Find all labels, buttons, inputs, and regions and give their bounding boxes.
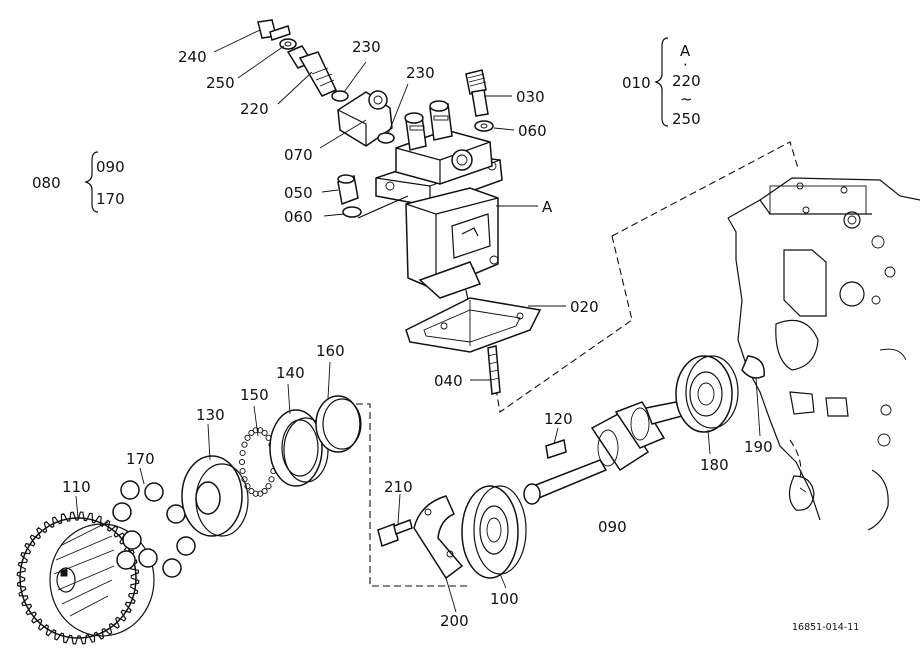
washer-060-b	[342, 206, 362, 218]
ball-170-1	[144, 482, 164, 502]
label-250: 250	[206, 74, 235, 92]
ball-150-5	[257, 490, 264, 497]
label-210: 210	[384, 478, 413, 496]
ball-150-11	[238, 458, 246, 466]
bolt-210	[377, 519, 413, 547]
group-080-code: 080	[32, 174, 61, 192]
label-110: 110	[62, 478, 91, 496]
ball-150-16	[252, 427, 259, 434]
ball-150-4	[261, 488, 268, 495]
label-A: A	[542, 198, 553, 216]
label-230-b: 230	[406, 64, 435, 82]
group-010-bot: 250	[672, 110, 701, 128]
gear-110	[16, 511, 155, 645]
snap-ring-160	[315, 395, 361, 453]
label-140: 140	[276, 364, 305, 382]
label-020: 020	[570, 298, 599, 316]
shaft-axis-line	[356, 403, 470, 587]
label-130: 130	[196, 406, 225, 424]
figure-code: 16851-014-11	[792, 622, 859, 633]
ring-140	[269, 409, 329, 487]
bolt-240	[257, 19, 291, 41]
ball-170-0	[120, 480, 140, 500]
gasket-230-a	[331, 90, 349, 102]
ball-150-17	[257, 427, 264, 434]
washer-060-a	[474, 120, 494, 132]
plate-130	[181, 455, 249, 537]
label-220: 220	[240, 100, 269, 118]
group-080-bot: 170	[96, 190, 125, 208]
ball-170-5	[176, 536, 196, 556]
bleed-screw-030	[465, 69, 489, 117]
ball-150-14	[244, 434, 251, 441]
bearing-100	[461, 485, 527, 579]
label-060-a: 060	[518, 122, 547, 140]
leader-lines	[75, 29, 761, 613]
ball-150-2	[268, 476, 275, 483]
label-100: 100	[490, 590, 519, 608]
plug-050	[337, 174, 359, 206]
ball-150-12	[239, 449, 246, 457]
label-050: 050	[284, 184, 313, 202]
ball-150-8	[244, 483, 251, 490]
label-040: 040	[434, 372, 463, 390]
ball-170-7	[116, 550, 136, 570]
label-060-b: 060	[284, 208, 313, 226]
group-010-code: 010	[622, 74, 651, 92]
ball-170-2	[112, 502, 132, 522]
group-010-dot: ·	[683, 56, 688, 74]
engine-block	[727, 177, 920, 531]
banjo-bolt-220	[286, 45, 338, 97]
stud-040	[487, 345, 501, 395]
part-labels: 240 250 220 230 230 070 030 060 050 060 …	[62, 38, 859, 633]
label-070: 070	[284, 146, 313, 164]
label-190: 190	[744, 438, 773, 456]
gasket-230-b	[377, 132, 395, 144]
ball-150-18	[261, 429, 268, 436]
group-010: 010 A · 220 ~ 250	[622, 37, 701, 128]
label-120: 120	[544, 410, 573, 428]
group-080-top: 090	[96, 158, 125, 176]
label-200: 200	[440, 612, 469, 630]
ball-170-3	[166, 504, 186, 524]
label-180: 180	[700, 456, 729, 474]
label-230-a: 230	[352, 38, 381, 56]
ball-170-6	[138, 548, 158, 568]
banjo-fitting-070	[337, 90, 393, 147]
snap-ring-190	[741, 355, 765, 379]
ball-150-13	[241, 441, 248, 448]
group-080: 080 090 170	[32, 151, 125, 213]
label-090: 090	[598, 518, 627, 536]
delivery-valve-holders	[404, 100, 453, 151]
group-010-tilde: ~	[680, 90, 693, 108]
ball-150-3	[265, 483, 272, 490]
label-150: 150	[240, 386, 269, 404]
ball-150-15	[248, 429, 255, 436]
balls-170	[112, 480, 196, 578]
ball-150-7	[248, 488, 255, 495]
group-010-mid: 220	[672, 72, 701, 90]
camshaft-090	[523, 401, 684, 505]
ball-150-9	[241, 476, 248, 483]
label-240: 240	[178, 48, 207, 66]
ball-150-6	[252, 490, 259, 497]
bracket-200	[413, 495, 464, 580]
injection-pump	[375, 100, 503, 301]
gasket-020	[405, 297, 542, 353]
label-160: 160	[316, 342, 345, 360]
bearing-180	[675, 355, 739, 433]
label-170: 170	[126, 450, 155, 468]
ball-150-10	[239, 467, 246, 475]
ball-170-8	[162, 558, 182, 578]
key-120	[545, 439, 567, 459]
group-010-top: A	[680, 42, 691, 60]
ball-170-4	[122, 530, 142, 550]
label-030: 030	[516, 88, 545, 106]
